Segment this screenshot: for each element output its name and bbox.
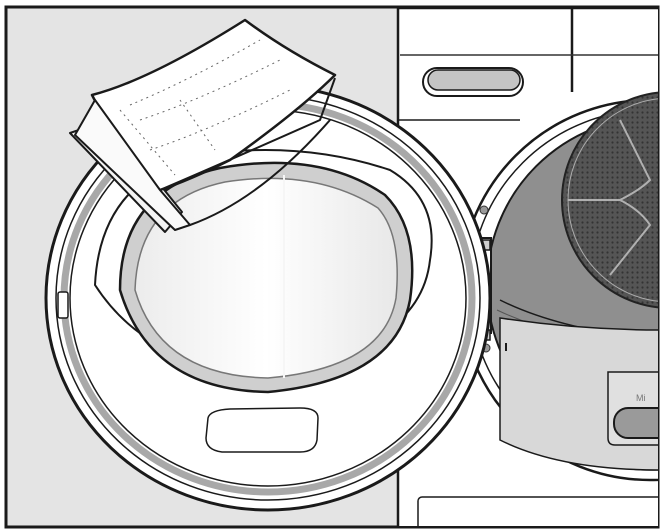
door-latch: [57, 291, 69, 319]
plinth-panel: [417, 496, 658, 526]
control-button: [427, 69, 521, 91]
program-button: [613, 407, 658, 439]
towel: [69, 18, 337, 233]
door-glass: [134, 177, 398, 379]
brand-text-partial: Mi: [636, 393, 646, 403]
door-handle: [205, 407, 319, 453]
